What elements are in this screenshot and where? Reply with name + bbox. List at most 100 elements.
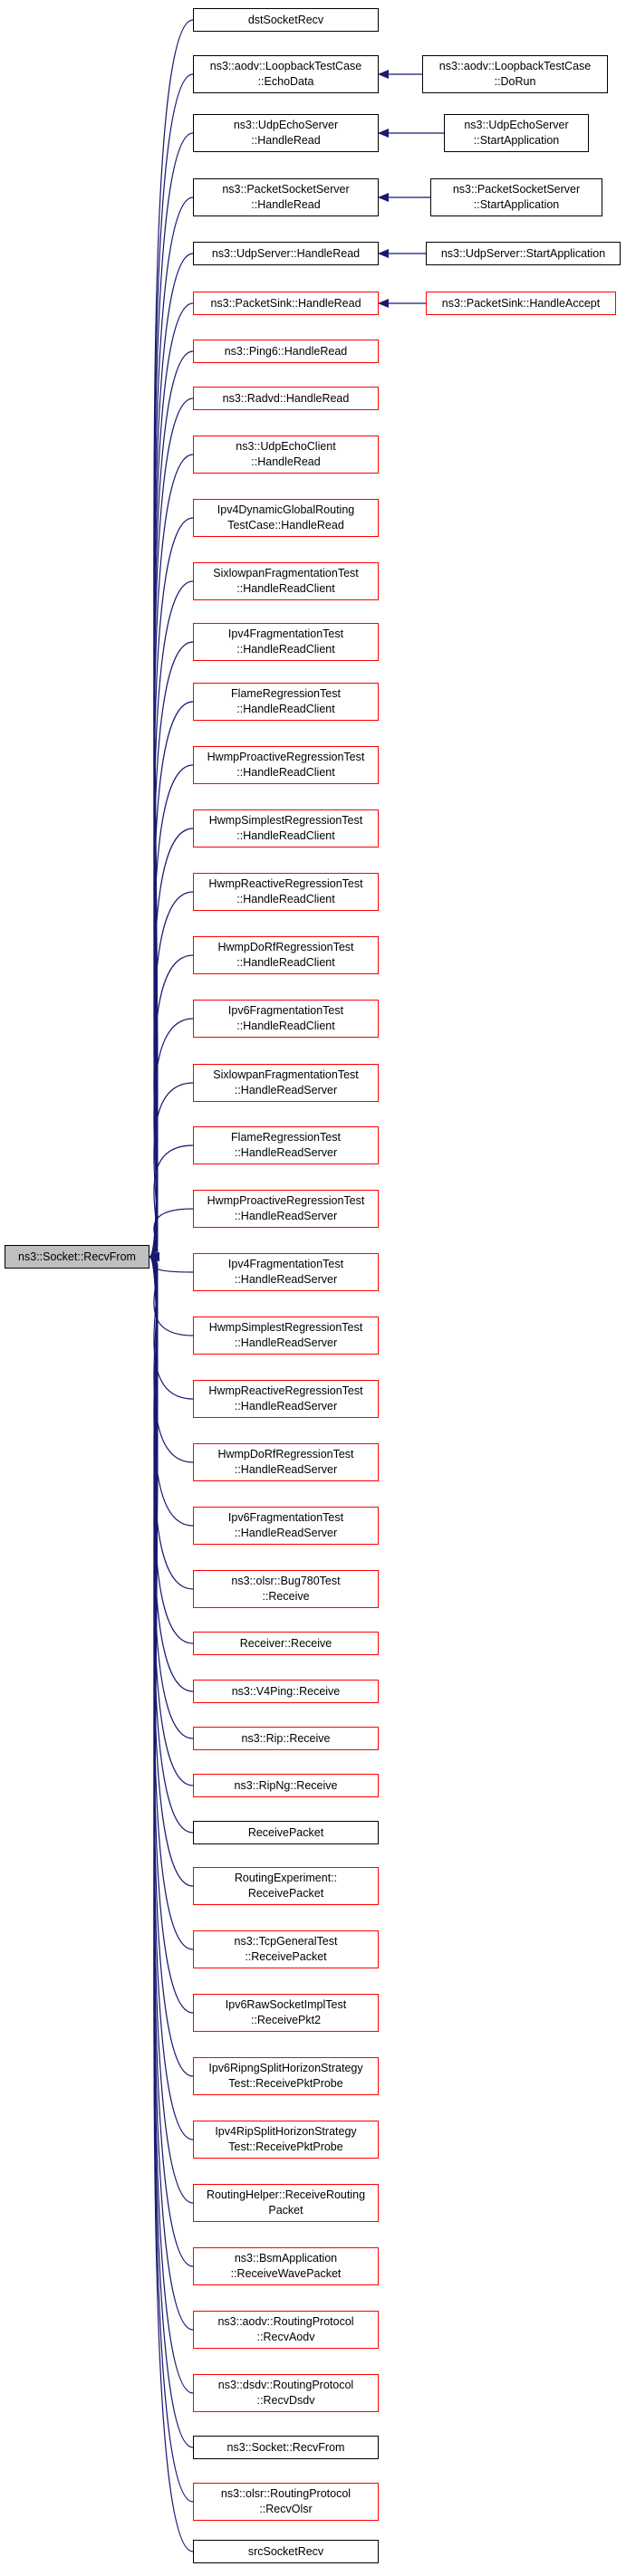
node-label-line: HwmpDoRfRegressionTest — [217, 1448, 354, 1460]
caller-node[interactable]: HwmpProactiveRegressionTest::HandleReadS… — [193, 1190, 379, 1228]
caller-node[interactable]: srcSocketRecv — [193, 2540, 379, 2563]
node-label-line: ::Receive — [262, 1590, 310, 1603]
node-label-line: Receiver::Receive — [239, 1636, 332, 1650]
second-level-caller-node[interactable]: ns3::aodv::LoopbackTestCase::DoRun — [422, 55, 608, 93]
caller-node[interactable]: Ipv4FragmentationTest::HandleReadClient — [193, 623, 379, 661]
node-label-line: ::DoRun — [494, 75, 536, 88]
node-label-line: ::HandleReadServer — [234, 1463, 338, 1476]
node-label-line: ns3::Socket::RecvFrom — [226, 2440, 345, 2454]
node-label-line: Ipv6RawSocketImplTest — [225, 1998, 347, 2011]
caller-node[interactable]: ns3::RipNg::Receive — [193, 1774, 379, 1797]
node-label-line: Test::ReceivePktProbe — [228, 2077, 343, 2090]
node-label-line: FlameRegressionTest — [231, 1131, 341, 1144]
node-label-line: ::HandleReadServer — [234, 1336, 338, 1349]
node-label-line: ::HandleRead — [251, 134, 321, 147]
caller-node[interactable]: HwmpDoRfRegressionTest::HandleReadServer — [193, 1443, 379, 1481]
node-label-line: ns3::aodv::RoutingProtocol — [217, 2315, 354, 2328]
caller-node[interactable]: Ipv6FragmentationTest::HandleReadServer — [193, 1507, 379, 1545]
caller-node[interactable]: ns3::UdpServer::HandleRead — [193, 242, 379, 265]
caller-node[interactable]: HwmpProactiveRegressionTest::HandleReadC… — [193, 746, 379, 784]
node-label-line: ns3::UdpEchoServer — [233, 119, 339, 131]
node-label-line: ::HandleRead — [251, 455, 321, 468]
call-edge — [149, 1082, 194, 1261]
caller-node[interactable]: HwmpSimplestRegressionTest::HandleReadSe… — [193, 1317, 379, 1355]
caller-node[interactable]: dstSocketRecv — [193, 8, 379, 32]
node-label-line: ns3::aodv::LoopbackTestCase — [209, 60, 362, 72]
second-level-caller-node[interactable]: ns3::PacketSink::HandleAccept — [426, 292, 616, 315]
caller-node[interactable]: Ipv6FragmentationTest::HandleReadClient — [193, 1000, 379, 1038]
node-label-line: HwmpReactiveRegressionTest — [208, 877, 363, 890]
node-label-line: Ipv6FragmentationTest — [227, 1511, 344, 1524]
second-level-caller-node[interactable]: ns3::UdpServer::StartApplication — [426, 242, 621, 265]
node-label-line: ::ReceiveWavePacket — [230, 2267, 342, 2280]
caller-node[interactable]: FlameRegressionTest::HandleReadServer — [193, 1126, 379, 1164]
caller-node[interactable]: ns3::Socket::RecvFrom — [193, 2436, 379, 2459]
caller-node[interactable]: ReceivePacket — [193, 1821, 379, 1844]
node-label-line: ::ReceivePacket — [245, 1950, 327, 1963]
node-label-line: ::HandleReadServer — [234, 1527, 338, 1539]
node-label-line: ::HandleReadClient — [236, 643, 335, 656]
caller-node[interactable]: Ipv6RawSocketImplTest::ReceivePkt2 — [193, 1994, 379, 2032]
node-label-line: ns3::BsmApplication — [234, 2252, 338, 2265]
caller-node[interactable]: ns3::dsdv::RoutingProtocol::RecvDsdv — [193, 2374, 379, 2412]
node-label-line: ns3::Rip::Receive — [241, 1731, 331, 1745]
second-level-caller-node[interactable]: ns3::PacketSocketServer::StartApplicatio… — [430, 178, 602, 216]
node-label-line: srcSocketRecv — [247, 2544, 324, 2558]
node-label-line: ns3::Socket::RecvFrom — [18, 1250, 136, 1263]
caller-node[interactable]: Receiver::Receive — [193, 1632, 379, 1655]
node-label-line: ::HandleReadClient — [236, 1020, 335, 1032]
caller-node[interactable]: ns3::PacketSink::HandleRead — [193, 292, 379, 315]
caller-node[interactable]: RoutingExperiment::ReceivePacket — [193, 1867, 379, 1905]
node-label-line: ::HandleReadClient — [236, 703, 335, 715]
caller-node[interactable]: ns3::Rip::Receive — [193, 1727, 379, 1750]
node-label-line: ns3::Radvd::HandleRead — [222, 391, 350, 405]
caller-node[interactable]: ns3::aodv::RoutingProtocol::RecvAodv — [193, 2311, 379, 2349]
caller-node[interactable]: ns3::Ping6::HandleRead — [193, 340, 379, 363]
node-label-line: ::RecvDsdv — [256, 2394, 315, 2407]
node-label-line: ::RecvOlsr — [259, 2503, 313, 2515]
node-label-line: ns3::olsr::Bug780Test — [231, 1575, 341, 1587]
node-label-line: ns3::PacketSink::HandleAccept — [441, 296, 601, 310]
node-label-line: HwmpProactiveRegressionTest — [207, 751, 365, 763]
caller-node[interactable]: ns3::olsr::RoutingProtocol::RecvOlsr — [193, 2483, 379, 2521]
caller-node[interactable]: ns3::TcpGeneralTest::ReceivePacket — [193, 1930, 379, 1968]
node-label-line: ns3::Ping6::HandleRead — [224, 344, 348, 358]
caller-node[interactable]: Ipv4FragmentationTest::HandleReadServer — [193, 1253, 379, 1291]
node-label-line: HwmpDoRfRegressionTest — [217, 941, 354, 953]
caller-node[interactable]: FlameRegressionTest::HandleReadClient — [193, 683, 379, 721]
node-label-line: ::EchoData — [257, 75, 314, 88]
node-label-line: SixlowpanFragmentationTest — [213, 567, 359, 579]
second-level-caller-node[interactable]: ns3::UdpEchoServer::StartApplication — [444, 114, 589, 152]
node-label-line: ::StartApplication — [473, 134, 560, 147]
caller-node[interactable]: HwmpReactiveRegressionTest::HandleReadSe… — [193, 1380, 379, 1418]
node-label-line: HwmpReactiveRegressionTest — [208, 1384, 363, 1397]
caller-node[interactable]: HwmpReactiveRegressionTest::HandleReadCl… — [193, 873, 379, 911]
node-label-line: ::HandleReadServer — [234, 1146, 338, 1159]
caller-node[interactable]: SixlowpanFragmentationTest::HandleReadSe… — [193, 1064, 379, 1102]
node-label-line: SixlowpanFragmentationTest — [213, 1068, 359, 1081]
caller-node[interactable]: ns3::Radvd::HandleRead — [193, 387, 379, 410]
node-label-line: RoutingHelper::ReceiveRouting — [206, 2188, 366, 2201]
caller-node[interactable]: ns3::olsr::Bug780Test::Receive — [193, 1570, 379, 1608]
caller-node[interactable]: HwmpSimplestRegressionTest::HandleReadCl… — [193, 809, 379, 847]
node-label-line: Ipv4DynamicGlobalRouting — [217, 503, 355, 516]
node-label-line: HwmpSimplestRegressionTest — [208, 1321, 363, 1334]
caller-node[interactable]: HwmpDoRfRegressionTest::HandleReadClient — [193, 936, 379, 974]
node-label-line: TestCase::HandleRead — [227, 519, 344, 531]
node-label-line: Ipv6RipngSplitHorizonStrategy — [208, 2062, 363, 2074]
caller-node[interactable]: ns3::V4Ping::Receive — [193, 1680, 379, 1703]
caller-node[interactable]: ns3::aodv::LoopbackTestCase::EchoData — [193, 55, 379, 93]
caller-node[interactable]: ns3::UdpEchoServer::HandleRead — [193, 114, 379, 152]
caller-node[interactable]: ns3::PacketSocketServer::HandleRead — [193, 178, 379, 216]
caller-node[interactable]: ns3::BsmApplication::ReceiveWavePacket — [193, 2247, 379, 2285]
caller-node[interactable]: ns3::UdpEchoClient::HandleRead — [193, 436, 379, 474]
caller-node[interactable]: SixlowpanFragmentationTest::HandleReadCl… — [193, 562, 379, 600]
node-label-line: dstSocketRecv — [247, 13, 324, 26]
node-label-line: ::HandleRead — [251, 198, 321, 211]
